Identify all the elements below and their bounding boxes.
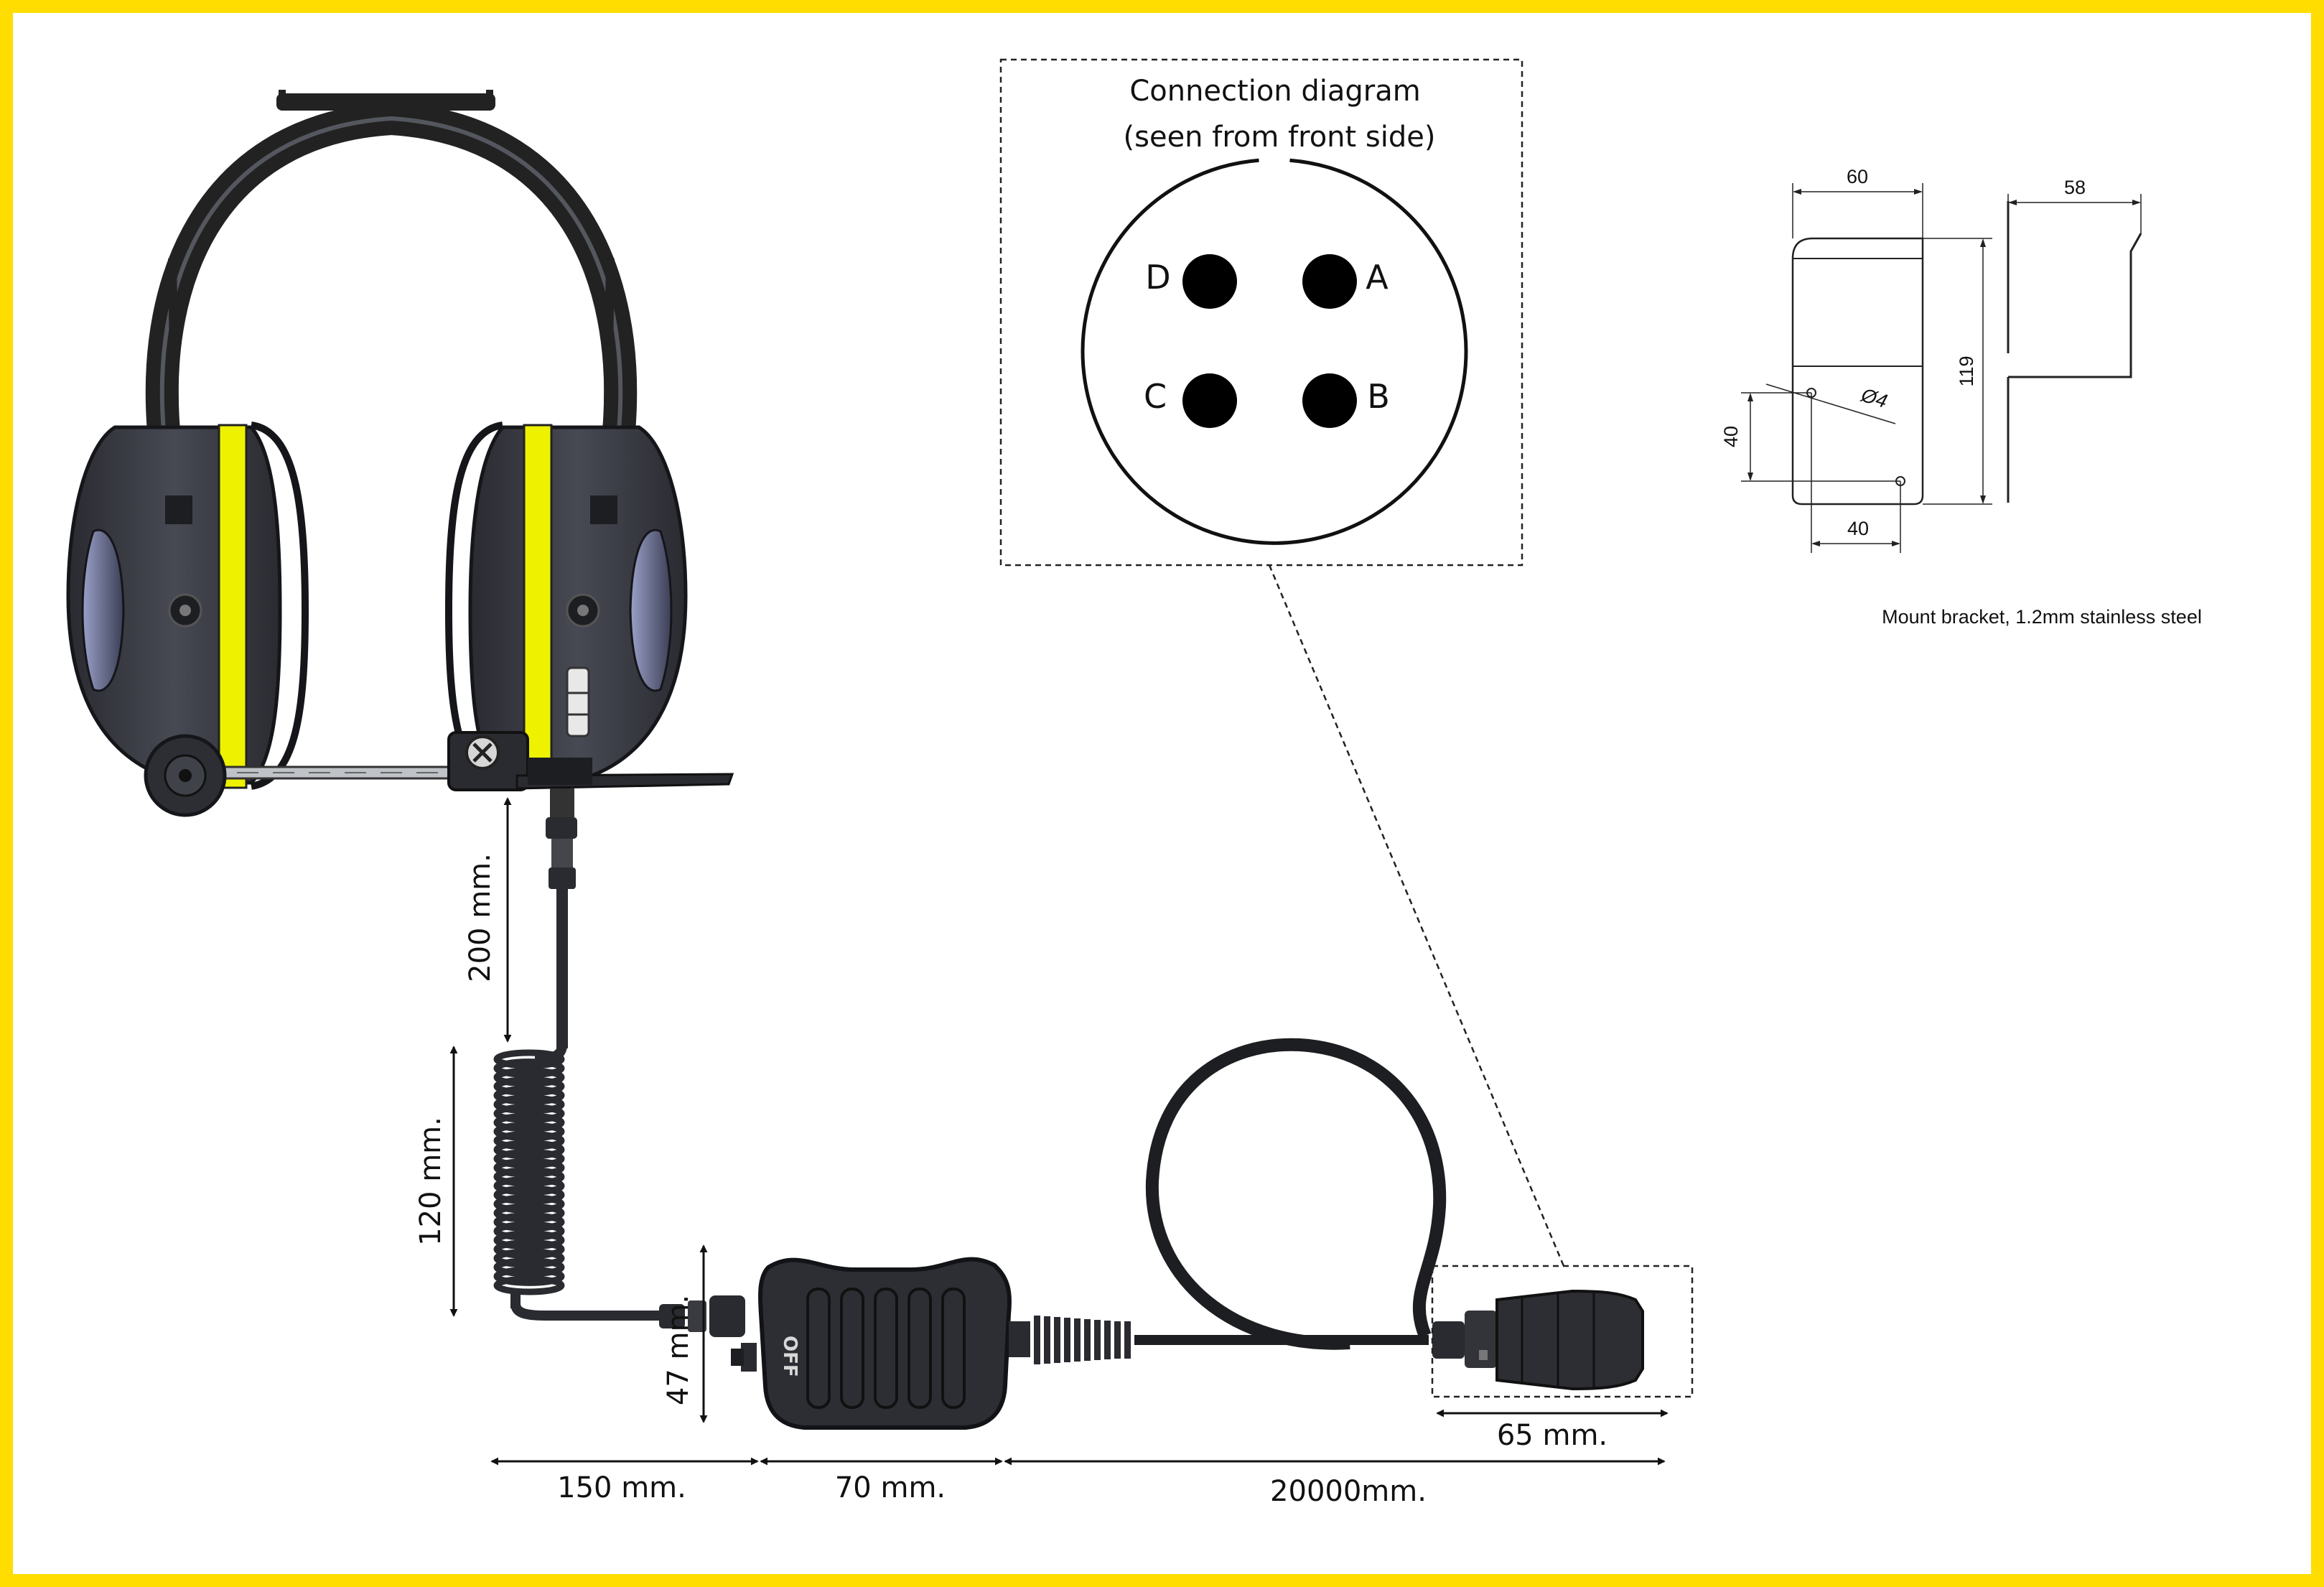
dim-cable-length: 20000mm.: [1270, 1475, 1427, 1508]
leader-line: [1268, 564, 1565, 1267]
connector-face-outline: [1081, 158, 1468, 545]
pin-B-label: B: [1367, 377, 1390, 416]
bracket-width-label: 60: [1847, 166, 1868, 187]
connection-diagram-subtitle: (seen from front side): [1124, 121, 1436, 154]
ptt-box: OFF: [731, 1257, 1131, 1430]
mount-bracket-drawing: [1741, 183, 2142, 553]
bracket-hole-diameter-label: Ø4: [1858, 383, 1890, 412]
circular-connector: [1432, 1289, 1644, 1391]
connector-highlight-box: [1431, 1265, 1694, 1398]
dim-connector-length: 65 mm.: [1497, 1419, 1607, 1452]
connection-diagram: Connection diagram (seen from front side…: [999, 58, 1523, 567]
connection-diagram-title: Connection diagram: [1129, 75, 1420, 108]
dim-mic-to-coil: 200 mm.: [464, 853, 497, 982]
pin-C: [1182, 373, 1237, 428]
headset-drawing: [66, 90, 734, 889]
bracket-hole-horizontal-label: 40: [1847, 518, 1869, 539]
pin-D-label: D: [1145, 258, 1170, 297]
pin-B: [1302, 373, 1357, 428]
dimension-lines: [449, 797, 1669, 1466]
bracket-hole-vertical-label: 40: [1720, 426, 1742, 447]
pin-D: [1182, 254, 1237, 309]
pin-A: [1302, 254, 1357, 309]
dim-coil-length: 120 mm.: [414, 1117, 447, 1246]
ptt-switch-label: OFF: [779, 1336, 801, 1377]
dim-ptt-height: 47 mm.: [662, 1295, 695, 1405]
dim-coil-to-ptt: 150 mm.: [557, 1471, 686, 1504]
connection-diagram-box: [999, 58, 1523, 567]
pin-A-label: A: [1366, 258, 1389, 297]
pin-C-label: C: [1144, 377, 1167, 416]
bracket-caption: Mount bracket, 1.2mm stainless steel: [1882, 606, 2202, 628]
long-cable: [1134, 1038, 1447, 1350]
dim-ptt-width: 70 mm.: [835, 1471, 946, 1504]
bracket-depth-label: 58: [2064, 177, 2086, 198]
coil-cable: [493, 889, 745, 1337]
bracket-height-label: 119: [1956, 355, 1977, 386]
